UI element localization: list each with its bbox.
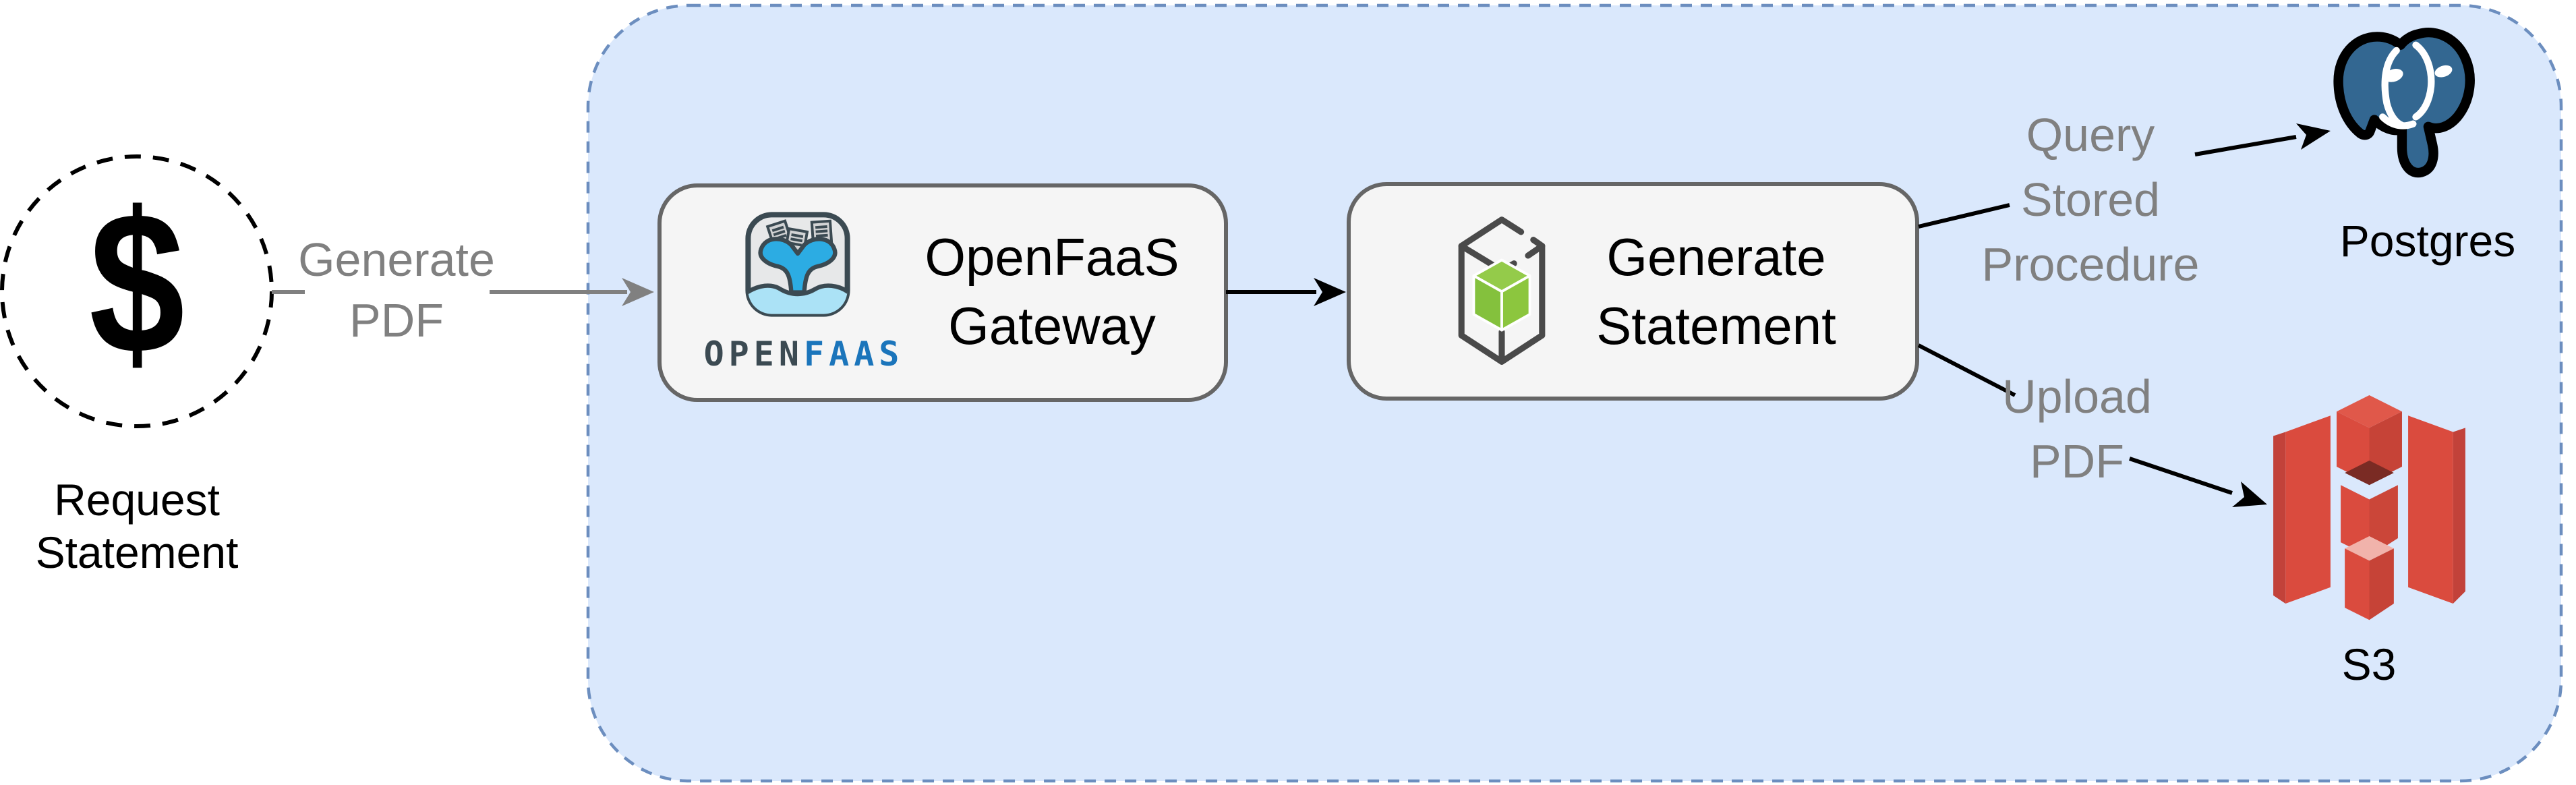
s3-label: S3 bbox=[2342, 641, 2397, 688]
edge-query-label-line2: Stored bbox=[2020, 173, 2161, 226]
generate-statement-label-line2: Statement bbox=[1596, 296, 1836, 355]
generate-statement-label: Generate Statement bbox=[1596, 223, 1836, 360]
function-cube-icon bbox=[1458, 216, 1546, 365]
dollar-icon: $ bbox=[89, 169, 185, 397]
edge-generate-pdf-label-line1: Generate bbox=[298, 233, 495, 286]
openfaas-wordmark-faas: FAAS bbox=[804, 335, 904, 374]
edge-upload-label-line2: PDF bbox=[2029, 435, 2124, 488]
edge-upload-pdf bbox=[1917, 343, 2233, 495]
openfaas-gateway-label-line1: OpenFaaS bbox=[925, 227, 1179, 287]
edge-query-label: Query Stored Procedure bbox=[1982, 103, 2200, 297]
request-statement-label-line2: Statement bbox=[35, 527, 239, 577]
edge-query-stored-procedure bbox=[1918, 135, 2297, 229]
s3-label-text: S3 bbox=[2341, 639, 2397, 689]
edge-generate-pdf-label: Generate PDF bbox=[298, 229, 495, 351]
edge-query-label-line1: Query bbox=[2026, 109, 2155, 161]
openfaas-gateway-label-line2: Gateway bbox=[948, 296, 1156, 355]
edge-upload-label-line1: Upload bbox=[2002, 370, 2152, 423]
request-statement-label: Request Statement bbox=[36, 473, 239, 579]
generate-statement-node bbox=[1347, 182, 1919, 401]
postgres-label: Postgres bbox=[2340, 217, 2515, 264]
request-statement-label-line1: Request bbox=[54, 475, 220, 525]
edge-generate-pdf-label-line2: PDF bbox=[349, 294, 444, 347]
openfaas-gateway-label: OpenFaaS Gateway bbox=[925, 223, 1179, 360]
edge-query-label-line3: Procedure bbox=[1981, 238, 2200, 291]
generate-statement-label-line1: Generate bbox=[1606, 227, 1826, 287]
s3-logo-icon bbox=[2273, 395, 2465, 620]
postgres-label-text: Postgres bbox=[2339, 216, 2516, 266]
edge-upload-arrowhead bbox=[2232, 482, 2267, 507]
openfaas-wordmark: OPENFAAS bbox=[704, 336, 904, 372]
edge-query-arrowhead bbox=[2296, 123, 2331, 150]
openfaas-logo-icon bbox=[745, 212, 850, 317]
openfaas-wordmark-open: OPEN bbox=[703, 335, 804, 374]
edge-generate-pdf-arrowhead bbox=[622, 278, 654, 306]
postgres-logo-icon bbox=[2333, 28, 2475, 178]
edge-gateway-to-function-arrowhead bbox=[1314, 278, 1346, 306]
edge-upload-label: Upload PDF bbox=[2002, 364, 2152, 494]
